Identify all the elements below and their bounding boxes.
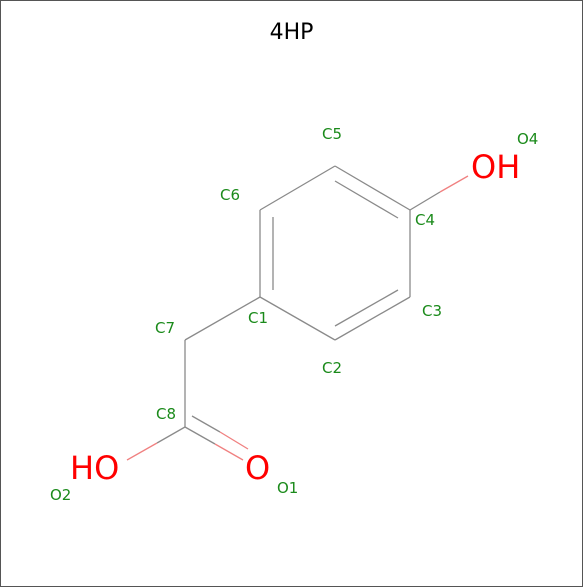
bond-c5-c4 xyxy=(334,165,411,211)
bond-c1-c7 xyxy=(184,296,261,341)
bond-c4-o4 xyxy=(409,191,441,211)
atom-label-c5: C5 xyxy=(322,125,342,143)
bond-c8-o1 xyxy=(184,426,216,445)
bond-c4-o4-oxygen xyxy=(439,175,469,193)
bond-c5-c4-inner xyxy=(334,180,399,219)
atom-label-c8: C8 xyxy=(156,405,176,423)
hydroxyl-o4-label: OH xyxy=(471,148,520,186)
bond-c8-o2 xyxy=(156,426,186,444)
atom-label-c2: C2 xyxy=(322,359,342,377)
atom-label-c6: C6 xyxy=(220,186,240,204)
atom-label-o4: O4 xyxy=(517,130,538,148)
hydroxyl-o2-label: HO xyxy=(70,449,119,487)
atom-label-o2: O2 xyxy=(50,486,71,504)
bond-c2-c1 xyxy=(259,296,336,341)
bond-c8-o1-oxygen xyxy=(214,443,244,461)
bond-c3-c2-inner xyxy=(334,289,399,327)
atom-label-c1: C1 xyxy=(248,309,268,327)
bond-c8-o1-double-oxygen xyxy=(219,431,249,450)
bond-c8-o2-oxygen xyxy=(126,442,158,461)
atom-label-o1: O1 xyxy=(277,479,298,497)
atom-label-c3: C3 xyxy=(422,302,442,320)
atom-label-c7: C7 xyxy=(155,319,175,337)
atom-label-c4: C4 xyxy=(415,211,435,229)
molecule-title: 4HP xyxy=(269,20,314,45)
oxygen-o1-label: O xyxy=(245,449,270,487)
bond-c6-c5 xyxy=(259,165,336,211)
bond-c8-o1-double xyxy=(191,415,221,433)
bond-c3-c2 xyxy=(334,296,411,341)
